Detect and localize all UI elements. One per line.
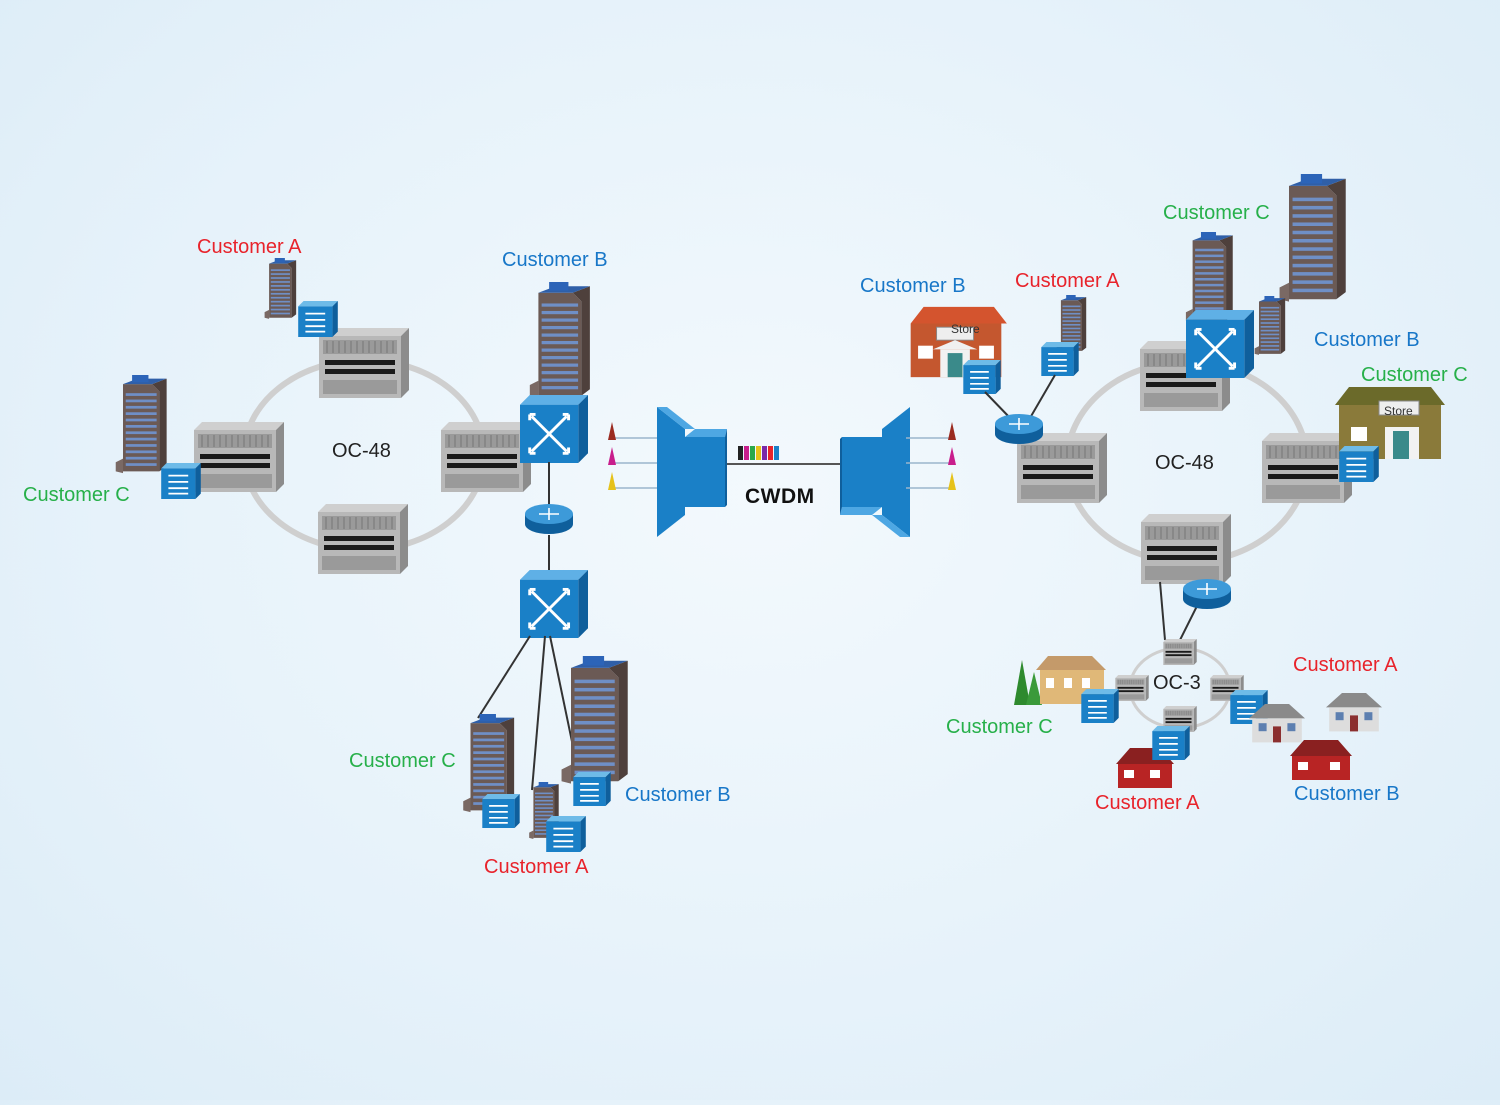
house-icon <box>1116 748 1174 788</box>
left-customer-c-label: Customer C <box>23 484 130 506</box>
right-customer-b-tower-label: Customer B <box>1314 329 1420 351</box>
office-building-icon <box>115 375 167 474</box>
house-icon <box>1326 693 1382 732</box>
router-icon <box>1182 578 1232 610</box>
cwdm-multiplexer-icon <box>840 407 910 537</box>
wavelength-icon <box>906 422 956 490</box>
right-customer-c-house-label: Customer C <box>946 716 1053 738</box>
left-bottom-customer-a-label: Customer A <box>484 856 589 878</box>
optical-switch-icon <box>520 395 588 463</box>
access-switch-icon <box>160 463 202 499</box>
left-customer-b-label: Customer B <box>502 249 608 271</box>
add-drop-multiplexer-icon <box>1115 675 1149 701</box>
add-drop-multiplexer-icon <box>319 327 409 399</box>
left-ring-network: OC-48 Customer A Customer C Customer B <box>23 236 731 878</box>
access-switch-icon <box>1338 446 1380 482</box>
house-icon <box>1290 740 1352 780</box>
office-building-icon <box>1279 174 1346 302</box>
right-customer-b-houses-label: Customer B <box>1294 783 1400 805</box>
access-switch-icon <box>1151 726 1191 760</box>
router-icon <box>994 413 1044 445</box>
left-ring-label: OC-48 <box>332 440 391 462</box>
right-customer-a-top-label: Customer A <box>1015 270 1120 292</box>
access-switch-icon <box>545 816 587 852</box>
right-customer-c-top-label: Customer C <box>1163 202 1270 224</box>
add-drop-multiplexer-icon <box>194 421 284 493</box>
access-switch-icon <box>962 360 1002 394</box>
store-sign: Store <box>1384 404 1413 418</box>
right-ring-label: OC-48 <box>1155 452 1214 474</box>
access-switch-icon <box>1040 342 1080 376</box>
office-building-icon <box>1254 296 1286 355</box>
office-building-icon <box>529 282 590 398</box>
office-building-icon <box>561 656 628 784</box>
office-building-icon <box>264 258 297 319</box>
left-bottom-customer-c-label: Customer C <box>349 750 456 772</box>
left-customer-a-label: Customer A <box>197 236 302 258</box>
store-sign: Store <box>951 322 980 336</box>
right-customer-a-bottom-label: Customer A <box>1095 792 1200 814</box>
office-building-icon <box>1185 232 1233 323</box>
cwdm-multiplexer-icon <box>657 407 727 537</box>
right-customer-a-houses-label: Customer A <box>1293 654 1398 676</box>
right-customer-b-store-label: Customer B <box>860 275 966 297</box>
add-drop-multiplexer-icon <box>1141 513 1231 585</box>
cwdm-link: CWDM <box>608 407 956 537</box>
add-drop-multiplexer-icon <box>1017 432 1107 504</box>
wavelength-icon <box>608 422 660 490</box>
access-switch-icon <box>572 772 612 806</box>
cwdm-label: CWDM <box>745 485 815 508</box>
add-drop-multiplexer-icon <box>318 503 408 575</box>
access-switch-icon <box>1080 689 1120 723</box>
add-drop-multiplexer-icon <box>1262 432 1352 504</box>
wavelength-icon <box>738 446 779 460</box>
access-switch-icon <box>481 794 521 828</box>
right-ring-network: OC-48 Store Customer B Customer A Custom… <box>860 174 1468 814</box>
access-switch-icon <box>297 301 339 337</box>
right-customer-c-store-label: Customer C <box>1361 364 1468 386</box>
optical-switch-icon <box>1186 310 1254 378</box>
left-bottom-customer-b-label: Customer B <box>625 784 731 806</box>
add-drop-multiplexer-icon <box>441 421 531 493</box>
add-drop-multiplexer-icon <box>1163 639 1197 665</box>
router-icon <box>524 503 574 535</box>
optical-switch-icon <box>520 570 588 638</box>
oc3-ring-label: OC-3 <box>1153 672 1201 694</box>
